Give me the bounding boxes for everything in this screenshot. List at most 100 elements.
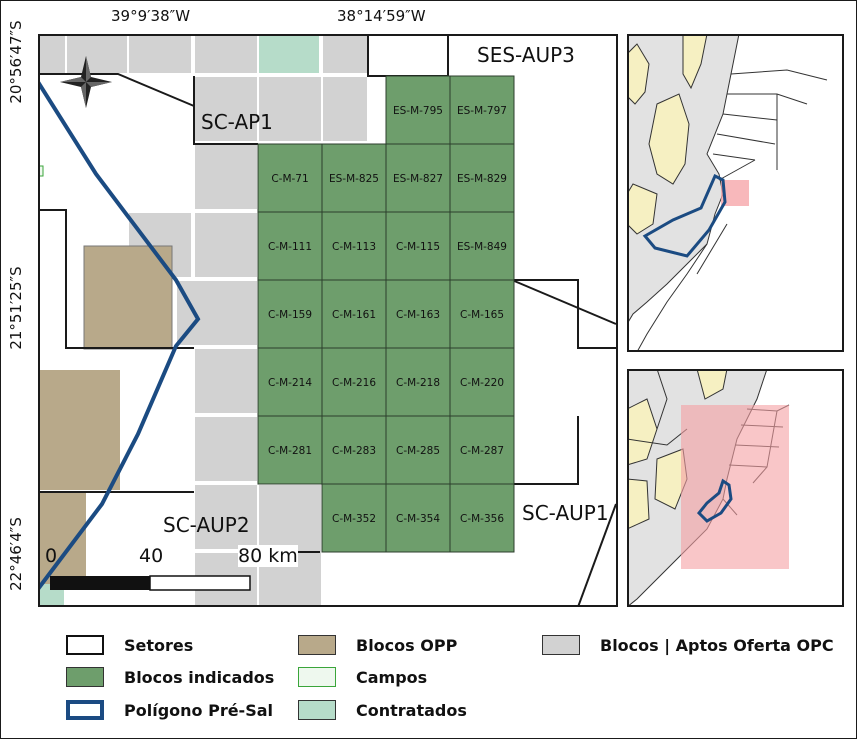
sector-line: [577, 503, 617, 607]
indicated-block: [385, 143, 451, 213]
legend-campos-label: Campos: [356, 667, 428, 687]
sector-line: [193, 76, 258, 145]
inset-sector-lines: [636, 69, 828, 352]
indicated-block: [449, 75, 515, 145]
legend-setores: Setores: [66, 633, 193, 657]
indicated-block: [321, 143, 387, 213]
opc-block: [193, 34, 259, 75]
indicated-block: [385, 75, 451, 145]
indicated-block-label: C-M-111: [268, 241, 312, 253]
sector-label-sc-aup1: SC-AUP1: [522, 501, 609, 525]
indicated-block: [385, 347, 451, 417]
inset-land: [627, 34, 740, 325]
sector-line: [38, 73, 195, 107]
sector-label-sc-aup2: SC-AUP2: [163, 513, 250, 537]
coord-top-left: 39°9′38″W: [111, 7, 191, 25]
indicated-block: [385, 211, 451, 281]
inset-border: [627, 34, 844, 352]
opc-block: [127, 34, 193, 75]
opc-block: [193, 347, 259, 415]
north-arrow-icon: [60, 56, 112, 108]
indicated-block-label: C-M-163: [396, 309, 440, 321]
inset-map-bottom: [627, 369, 844, 607]
coord-left-bottom: 22°46′4″S: [7, 517, 25, 591]
indicated-block-label: C-M-161: [332, 309, 376, 321]
inset-land-yellow: [696, 369, 728, 400]
inset-land-yellow: [627, 398, 658, 466]
legend-contratados-label: Contratados: [356, 700, 467, 720]
sector-label-sc-ap1: SC-AP1: [201, 110, 273, 134]
scale-bar: [50, 575, 251, 591]
indicated-block-label: C-M-283: [332, 445, 376, 457]
inset-polygon: [642, 173, 727, 258]
opc-block: [321, 34, 369, 75]
inset-land-yellow: [648, 93, 690, 185]
campos-block: [38, 165, 44, 177]
inset-highlight-large: [681, 405, 789, 569]
indicated-block-label: C-M-71: [271, 173, 308, 185]
scale-label-mid: 40: [139, 545, 164, 567]
opc-blocks: [38, 34, 369, 607]
coord-left-mid: 21°51′25″S: [7, 266, 25, 350]
indicated-block: [321, 279, 387, 349]
indicated-block-label: C-M-356: [460, 513, 504, 525]
scale-label-zero: 0: [45, 545, 58, 567]
scale-bar-white: [149, 575, 251, 591]
legend-blocos-aptos: Blocos | Aptos Oferta OPC: [542, 633, 834, 657]
legend-poligono-swatch: [66, 700, 104, 720]
indicated-block: [385, 279, 451, 349]
inset-land-yellow: [627, 43, 650, 105]
legend-campos-swatch: [298, 667, 336, 687]
opc-block: [193, 483, 259, 551]
coord-left-top: 20°56′47″S: [7, 20, 25, 104]
indicated-block-label: ES-M-825: [329, 173, 379, 185]
legend-campos: Campos: [298, 665, 427, 689]
indicated-block: [257, 279, 323, 349]
opp-block: [38, 370, 120, 490]
indicated-block-label: C-M-218: [396, 377, 440, 389]
indicated-block-label: ES-M-829: [457, 173, 507, 185]
indicated-block: [321, 347, 387, 417]
indicated-block: [449, 143, 515, 213]
legend-contratados-swatch: [298, 700, 336, 720]
indicated-block-label: C-M-165: [460, 309, 504, 321]
indicated-block-label: C-M-285: [396, 445, 440, 457]
opc-block: [193, 143, 259, 211]
indicated-block-label: C-M-281: [268, 445, 312, 457]
legend-blocos-indicados: Blocos indicados: [66, 665, 274, 689]
inset-map-top: [627, 34, 844, 352]
scale-label-end: 80 km: [238, 545, 298, 567]
scale-bar-black: [50, 576, 150, 590]
legend-setores-label: Setores: [124, 635, 194, 655]
indicated-block-label: C-M-214: [268, 377, 312, 389]
pre-salt-polygon: [38, 80, 201, 591]
legend-blocos-opp-swatch: [298, 635, 336, 655]
opc-block: [193, 211, 259, 279]
opc-block: [321, 75, 369, 143]
legend-blocos-aptos-swatch: [542, 635, 580, 655]
indicated-block-label: C-M-352: [332, 513, 376, 525]
sector-line: [511, 279, 617, 325]
inset-land-yellow: [627, 478, 650, 530]
indicated-block-label: C-M-287: [460, 445, 504, 457]
opc-block: [65, 34, 129, 75]
legend-poligono: Polígono Pré-Sal: [66, 698, 273, 722]
main-map-border: [38, 34, 618, 607]
indicated-block-label: ES-M-795: [393, 105, 443, 117]
legend-blocos-opp: Blocos OPP: [298, 633, 457, 657]
indicated-block-label: C-M-216: [332, 377, 376, 389]
contratados-block: [257, 34, 321, 75]
inset-land-yellow: [682, 34, 708, 90]
indicated-block-label: C-M-113: [332, 241, 376, 253]
indicated-block-label: C-M-159: [268, 309, 312, 321]
indicated-block: [321, 415, 387, 485]
sector-line: [38, 209, 194, 349]
legend-blocos-indicados-label: Blocos indicados: [124, 667, 275, 687]
inset-polygon: [696, 478, 733, 523]
inset-border: [627, 369, 844, 607]
indicated-block: [449, 483, 515, 553]
indicated-block: [321, 211, 387, 281]
indicated-block: [321, 483, 387, 553]
indicated-block: [449, 415, 515, 485]
